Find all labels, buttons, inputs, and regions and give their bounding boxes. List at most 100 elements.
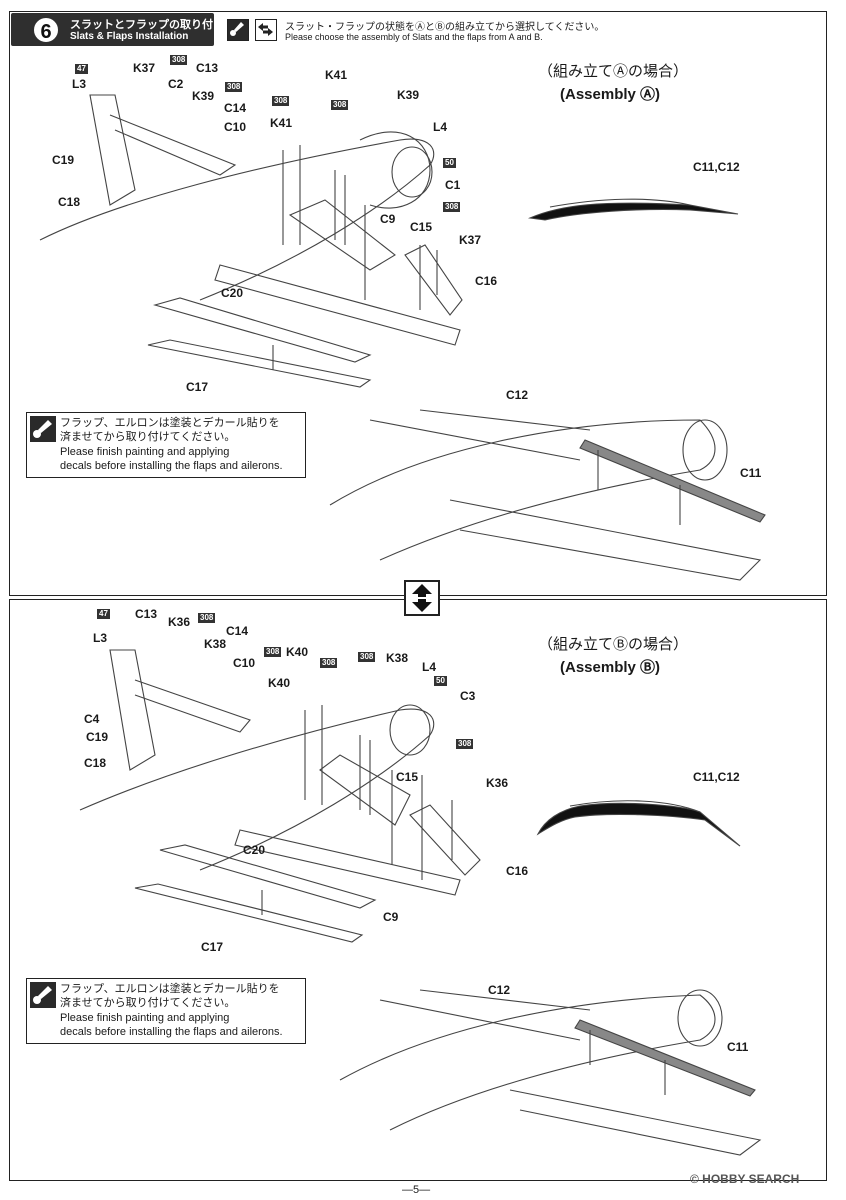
paint-note-a: [26, 412, 306, 478]
part-label: C14: [224, 101, 247, 115]
part-label: C12: [488, 983, 511, 997]
part-label: K39: [192, 89, 215, 103]
part-label: L4: [422, 660, 437, 674]
a-h-stab: [109, 114, 237, 176]
paint-note-line1-en: Please finish painting and applying: [60, 446, 230, 458]
ref-number: 308: [198, 613, 216, 623]
paint-note-line2-en: decals before installing the flaps and a…: [60, 460, 283, 472]
ref-number: 308: [456, 739, 474, 749]
part-label: C19: [52, 153, 75, 167]
slat-detail-label: C11,C12: [693, 160, 740, 174]
paint-brush-icon: [30, 416, 56, 442]
part-label: C13: [196, 61, 219, 75]
step-number: 6: [32, 16, 60, 44]
part-label: C12: [506, 388, 529, 402]
swap-arrows-icon: [255, 19, 277, 41]
part-label: C9: [383, 910, 399, 924]
header-instruction-en: Please choose the assembly of Slats and …: [285, 32, 543, 42]
ref-number: 308: [443, 202, 461, 212]
part-label: C16: [475, 274, 498, 288]
part-label: C2: [168, 77, 184, 91]
step-title-en: Slats & Flaps Installation: [70, 31, 189, 42]
part-label: K37: [133, 61, 156, 75]
part-label: C1: [445, 178, 461, 192]
b-slat-c11: [574, 1019, 756, 1097]
a-flap-c9: [288, 199, 396, 271]
ref-number: 47: [75, 64, 88, 74]
part-label: K38: [386, 651, 409, 665]
a-flap-c16: [404, 244, 463, 316]
ref-number: 308: [170, 55, 188, 65]
a-wing: [214, 264, 461, 346]
ref-number: 308: [264, 647, 282, 657]
b-vertical-tail: [109, 649, 156, 771]
assembly-a-title-jp: （組み立てⒶの場合）: [538, 63, 689, 80]
a-aileron-c20: [152, 297, 372, 363]
b-flap-c15: [319, 754, 411, 826]
a-vertical-tail: [89, 94, 136, 206]
paint-note-line2-jp: 済ませてから取り付けてください。: [60, 997, 236, 1009]
part-label: C4: [84, 712, 100, 726]
b-fuselage: [79, 708, 435, 871]
ref-number: 47: [97, 609, 110, 619]
a-slat-c11: [579, 439, 766, 523]
part-label: C18: [58, 195, 81, 209]
part-label: K40: [286, 645, 309, 659]
b-detail-fuselage: [339, 994, 716, 1131]
b-h-stab: [134, 679, 251, 733]
part-label: C16: [506, 864, 529, 878]
part-label: C19: [86, 730, 109, 744]
part-label: L4: [433, 120, 448, 134]
part-label: C11: [727, 1040, 749, 1054]
part-label: C18: [84, 756, 107, 770]
ref-number: 308: [225, 82, 243, 92]
part-label: K39: [397, 88, 420, 102]
part-label: C13: [135, 607, 158, 621]
b-flap-c16: [409, 804, 481, 876]
paint-brush-icon: [227, 19, 249, 41]
paint-note-b: [26, 978, 306, 1044]
ref-number: 308: [320, 658, 338, 668]
part-label: K41: [325, 68, 348, 82]
b-aileron-c17: [134, 883, 364, 943]
b-wing: [234, 829, 461, 896]
header-instruction-jp: スラット・フラップの状態をⒶとⒷの組み立てから選択してください。: [285, 22, 605, 33]
part-label: L3: [93, 631, 108, 645]
part-label: C15: [396, 770, 419, 784]
slat-detail-label: C11,C12: [693, 770, 740, 784]
ref-number: 308: [331, 100, 349, 110]
part-label: C20: [221, 286, 244, 300]
step-title-jp: スラットとフラップの取り付け: [70, 19, 224, 31]
part-label: C9: [380, 212, 396, 226]
a-engine: [359, 131, 431, 209]
part-label: K37: [459, 233, 482, 247]
b-slat-profile: [536, 802, 741, 847]
a-slat-profile: [527, 202, 739, 221]
part-label: C10: [224, 120, 247, 134]
a-aileron-c17: [147, 339, 372, 388]
assembly-b-title-en: (Assembly Ⓑ): [560, 659, 661, 676]
paint-note-line1-jp: フラップ、エルロンは塗装とデカール貼りを: [60, 417, 280, 429]
paint-note-line2-en: decals before installing the flaps and a…: [60, 1026, 283, 1038]
part-label: K36: [486, 776, 509, 790]
part-label: C17: [201, 940, 224, 954]
assembly-b-title-jp: （組み立てⒷの場合）: [538, 636, 689, 653]
page-number: —5—: [402, 1184, 431, 1196]
part-label: K38: [204, 637, 227, 651]
part-label: K36: [168, 615, 191, 629]
part-label: C10: [233, 656, 256, 670]
part-label: C14: [226, 624, 249, 638]
b-aileron-c20: [159, 844, 377, 909]
ref-number: 50: [434, 676, 447, 686]
ref-number: 308: [358, 652, 376, 662]
paint-brush-icon: [30, 982, 56, 1008]
part-label: K41: [270, 116, 293, 130]
ref-number: 308: [272, 96, 290, 106]
part-label: C11: [740, 466, 762, 480]
paint-note-line1-jp: フラップ、エルロンは塗装とデカール貼りを: [60, 983, 280, 995]
part-label: C15: [410, 220, 433, 234]
part-label: K40: [268, 676, 291, 690]
part-label: C17: [186, 380, 209, 394]
swap-arrows-icon: [404, 580, 440, 616]
